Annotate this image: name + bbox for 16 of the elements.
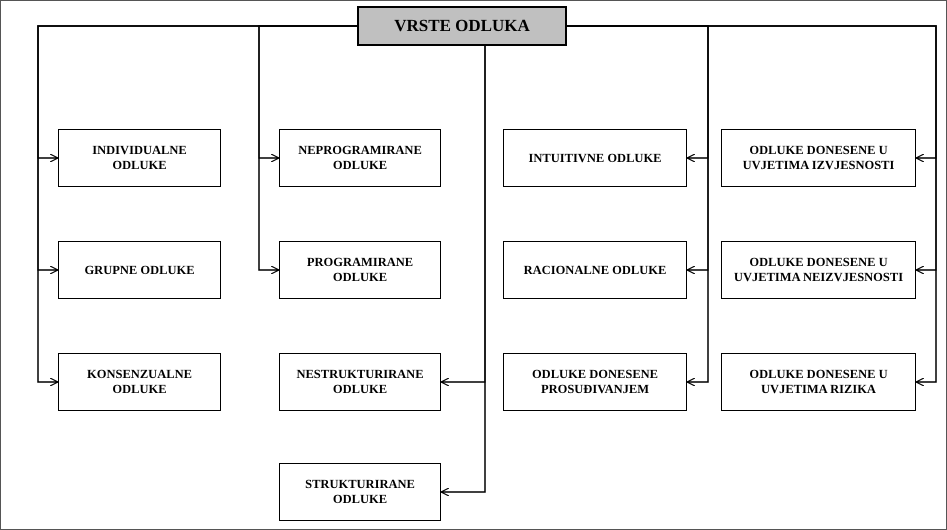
category-box: INTUITIVNE ODLUKE: [503, 129, 687, 187]
category-box: ODLUKE DONESENE U UVJETIMA NEIZVJESNOSTI: [721, 241, 916, 299]
category-box: PROGRAMIRANE ODLUKE: [279, 241, 441, 299]
title-box: VRSTE ODLUKA: [357, 6, 567, 46]
connector-arrow: [258, 25, 357, 275]
category-box: NESTRUKTURIRANE ODLUKE: [279, 353, 441, 411]
category-box: STRUKTURIRANE ODLUKE: [279, 463, 441, 521]
category-box: RACIONALNE ODLUKE: [503, 241, 687, 299]
category-box: KONSENZUALNE ODLUKE: [58, 353, 221, 411]
connector-arrow: [440, 46, 486, 497]
category-box: ODLUKE DONESENE U UVJETIMA IZVJESNOSTI: [721, 129, 916, 187]
category-box: INDIVIDUALNE ODLUKE: [58, 129, 221, 187]
category-box: NEPROGRAMIRANE ODLUKE: [279, 129, 441, 187]
category-box: GRUPNE ODLUKE: [58, 241, 221, 299]
category-box: ODLUKE DONESENE U UVJETIMA RIZIKA: [721, 353, 916, 411]
category-box: ODLUKE DONESENE PROSUĐIVANJEM: [503, 353, 687, 411]
